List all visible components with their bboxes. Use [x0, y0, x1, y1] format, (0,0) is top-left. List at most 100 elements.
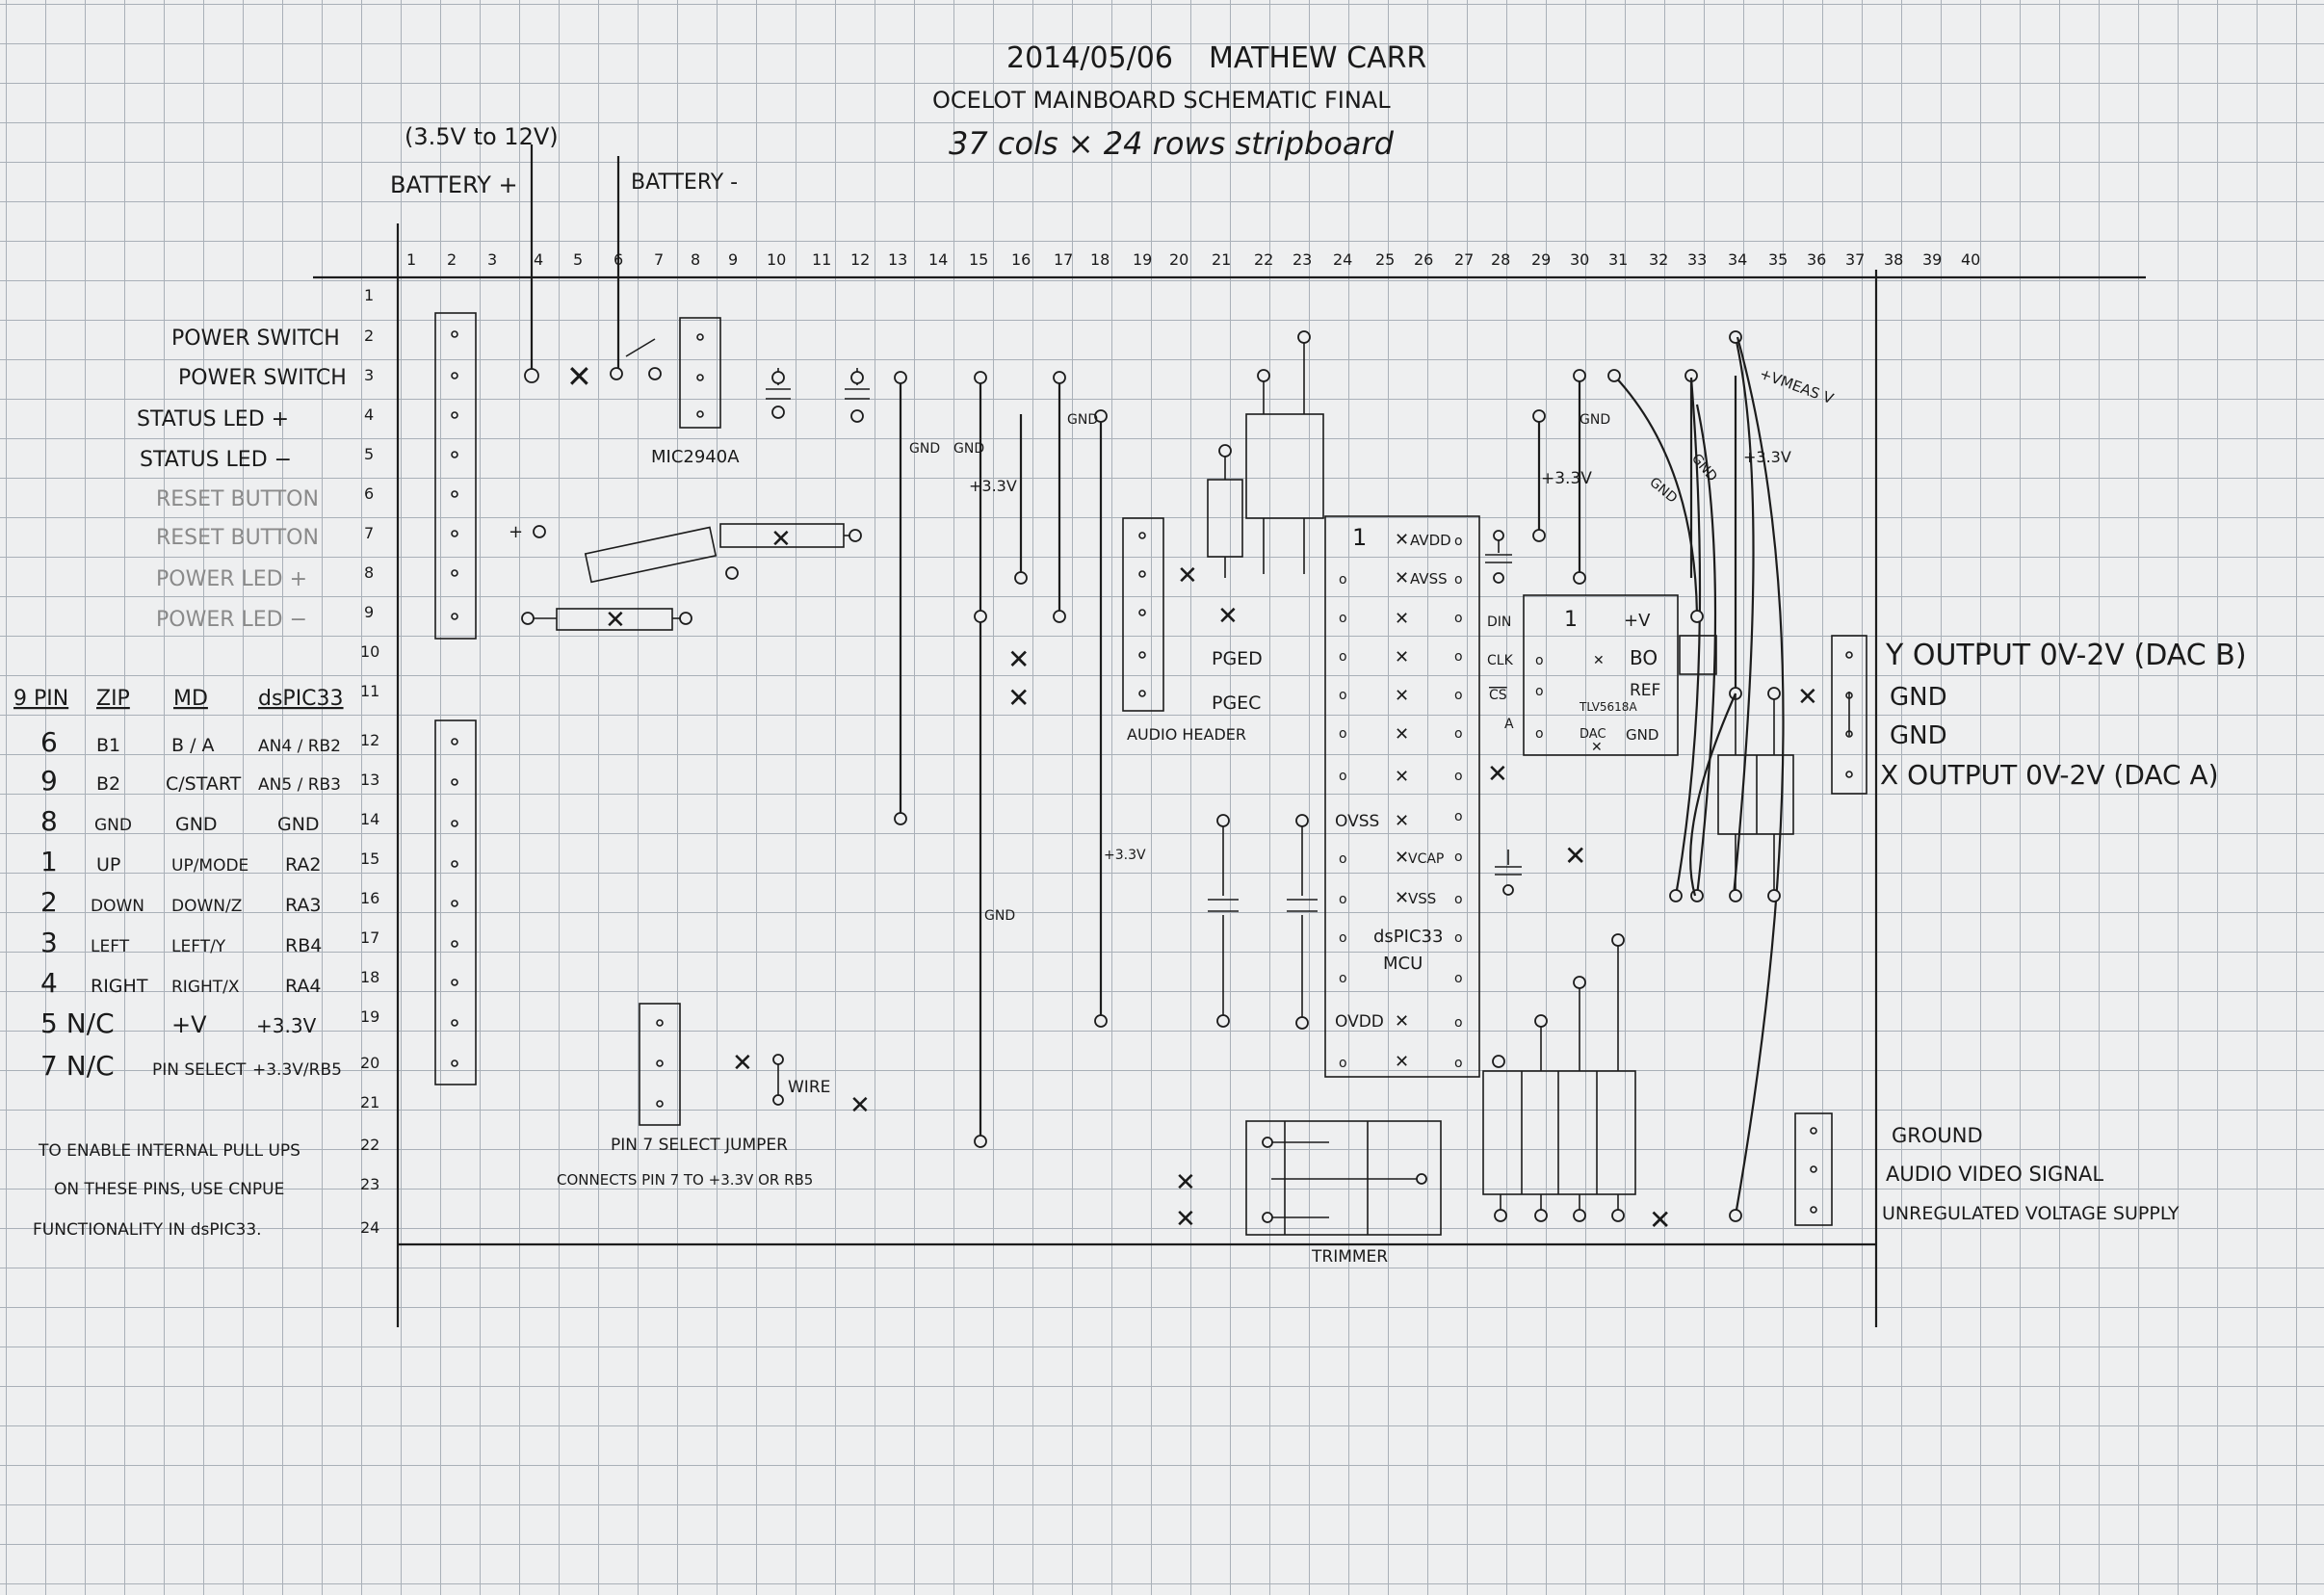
table-cell: 4	[40, 967, 58, 999]
vertical-resistor	[1245, 413, 1324, 519]
cut-mark: ✕	[1007, 643, 1030, 675]
switch-pad	[648, 367, 662, 380]
v33-label: +3.3V	[969, 477, 1017, 495]
col-num: 33	[1687, 250, 1707, 269]
table-row: 2 DOWN DOWN/Z RA3	[40, 886, 322, 918]
row-num: 16	[360, 889, 379, 907]
output-filter-resistors	[1717, 754, 1794, 835]
svg-text:✕: ✕	[1593, 653, 1605, 668]
controller-header	[434, 719, 477, 1085]
row-num: 12	[360, 731, 379, 749]
svg-text:✕: ✕	[1395, 811, 1409, 831]
table-cell: RA3	[285, 895, 322, 916]
table-cell: B / A	[171, 735, 215, 756]
header-pin	[451, 569, 458, 577]
col-num: 39	[1922, 250, 1942, 269]
cut-mark: ✕	[566, 358, 592, 395]
battery-positive: BATTERY +	[390, 171, 518, 198]
row-num: 9	[364, 603, 374, 621]
table-cell: GND	[94, 816, 132, 835]
header-pin	[451, 940, 458, 948]
table-cell: LEFT/Y	[171, 937, 226, 956]
dac-a-label: A	[1504, 717, 1514, 732]
table-cell: GND	[277, 814, 320, 835]
regulator-pin	[696, 374, 704, 381]
svg-text:o: o	[1454, 534, 1463, 549]
mic2940a-label: MIC2940A	[651, 447, 740, 467]
mcu-ovdd-label: OVDD	[1335, 1012, 1384, 1032]
table-cell: 7 N/C	[40, 1050, 115, 1082]
mcu-pins-right: oo oo oo oo oo oo oo	[1454, 534, 1463, 1071]
svg-text:✕: ✕	[1395, 686, 1409, 706]
header-pin	[451, 530, 458, 537]
table-cell: UP	[96, 854, 120, 876]
row-num: 19	[360, 1007, 379, 1026]
col-num: 8	[691, 250, 700, 269]
table-row: 7 N/C PIN SELECT +3.3V/RB5	[40, 1050, 342, 1082]
table-cell: RA2	[285, 854, 322, 876]
x-output-label: X OUTPUT 0V-2V (DAC A)	[1880, 759, 2219, 791]
gnd-label: GND	[1688, 451, 1720, 484]
table-cell: 1	[40, 846, 58, 877]
col-num: 11	[812, 250, 831, 269]
svg-text:o: o	[1535, 684, 1544, 699]
switch-pad	[610, 367, 623, 380]
svg-text:o: o	[1454, 649, 1463, 665]
table-cell: 5 N/C	[40, 1007, 115, 1039]
row-num: 21	[360, 1093, 379, 1111]
cut-mark: ✕	[849, 1091, 871, 1120]
row-label-status-led-minus: STATUS LED −	[140, 448, 292, 472]
capacitor	[1287, 814, 1318, 1030]
row-label-power-led-minus: POWER LED −	[156, 608, 307, 632]
reset-capacitor	[584, 526, 718, 584]
table-cell: +V	[171, 1011, 207, 1038]
mcu-pins-cut: ✕✕ ✕✕ ✕✕ ✕✕ ✕✕ ✕✕	[1395, 530, 1409, 1072]
table-cell: RIGHT/X	[171, 978, 240, 997]
table-cell: GND	[175, 814, 218, 835]
table-cell: RIGHT	[91, 976, 148, 997]
pin-table: 9 PIN ZIP MD dsPIC33 6 B1 B / A AN4 / RB…	[13, 687, 344, 1240]
table-cell: PIN SELECT	[152, 1060, 247, 1080]
col-num: 38	[1884, 250, 1903, 269]
row-num: 2	[364, 327, 374, 345]
table-cell: AN5 / RB3	[258, 775, 341, 795]
regulator-pin	[696, 333, 704, 341]
svg-text:o: o	[1339, 1056, 1347, 1071]
svg-text:o: o	[1535, 653, 1544, 668]
pin-table-note: TO ENABLE INTERNAL PULL UPS	[38, 1141, 300, 1161]
svg-text:o: o	[1454, 892, 1463, 907]
dac-pins: oo o✕ ✕	[1535, 653, 1605, 755]
col-num: 22	[1254, 250, 1273, 269]
trimmer	[1245, 1120, 1442, 1236]
pin7-select-jumper	[639, 1003, 681, 1126]
col-num: 26	[1414, 250, 1433, 269]
table-cell: 3	[40, 927, 58, 958]
dac-ref-label: REF	[1630, 681, 1660, 700]
header-pin	[451, 372, 458, 379]
cut-mark: ✕	[1649, 1204, 1671, 1236]
audio-header	[1122, 517, 1164, 712]
dspic33-mcu	[1324, 515, 1480, 1078]
table-row: 9 B2 C/START AN5 / RB3	[40, 765, 341, 797]
v33-label: +3.3V	[1541, 469, 1592, 488]
table-cell: 2	[40, 886, 58, 918]
ground-label: GROUND	[1892, 1124, 1983, 1147]
col-num: 27	[1454, 250, 1474, 269]
svg-text:o: o	[1339, 930, 1347, 946]
dac-dac-label: DAC	[1580, 727, 1606, 742]
row-num: 14	[360, 810, 379, 828]
decoupling-capacitor	[1495, 850, 1522, 896]
svg-text:✕: ✕	[1395, 1052, 1409, 1072]
reset-pad	[533, 525, 546, 538]
table-row: 3 LEFT LEFT/Y RB4	[40, 927, 322, 958]
svg-text:o: o	[1454, 726, 1463, 742]
col-num: 5	[573, 250, 583, 269]
dac-bo-label: BO	[1630, 646, 1658, 669]
wire-label: WIRE	[788, 1078, 830, 1097]
header-pin	[451, 490, 458, 498]
cut-mark: ✕	[1177, 562, 1198, 590]
header-pin	[451, 900, 458, 907]
svg-text:✕: ✕	[1395, 888, 1409, 908]
pin-table-header: ZIP	[96, 687, 130, 711]
cut-mark: ✕	[1797, 683, 1818, 712]
